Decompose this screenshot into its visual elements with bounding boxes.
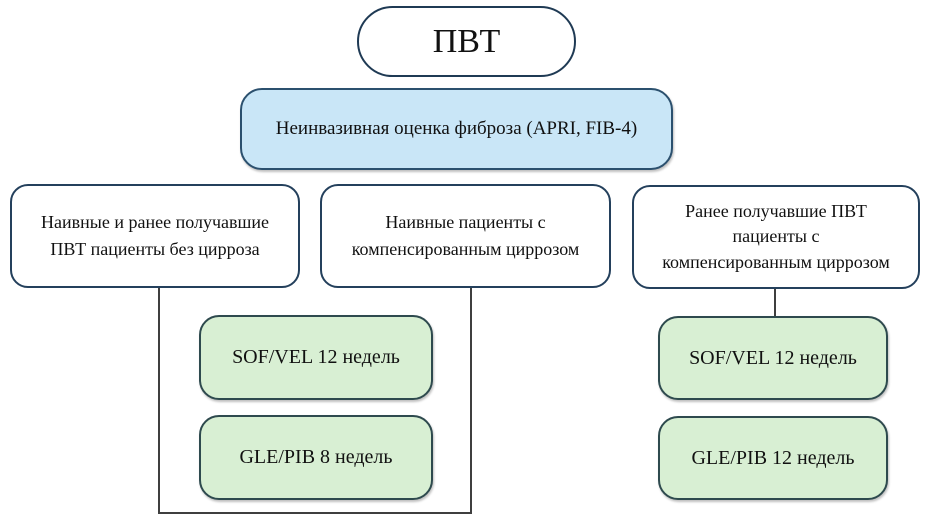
node-pvt-root-label: ПВТ xyxy=(432,22,501,60)
node-group-naive-compensated-cirrhosis-label: Наивные пациенты с компенсированным цирр… xyxy=(351,212,580,259)
connector-left-group-vertical xyxy=(158,288,160,514)
node-regimen-glepib-12-label: GLE/PIB 12 недель xyxy=(691,446,855,469)
node-pvt-root: ПВТ xyxy=(357,6,576,77)
node-regimen-sofvel-12-experienced-label: SOF/VEL 12 недель xyxy=(689,346,857,369)
node-group-experienced-compensated-cirrhosis: Ранее получавшие ПВТ пациенты с компенси… xyxy=(632,185,920,289)
connector-bracket-bottom-horizontal xyxy=(158,512,472,514)
node-group-no-cirrhosis: Наивные и ранее получавшие ПВТ пациенты … xyxy=(10,184,300,288)
node-fibrosis-assessment: Неинвазивная оценка фиброза (APRI, FIB-4… xyxy=(240,88,673,170)
node-regimen-glepib-8-label: GLE/PIB 8 недель xyxy=(239,446,393,468)
node-regimen-glepib-12: GLE/PIB 12 недель xyxy=(658,416,888,500)
node-group-naive-compensated-cirrhosis: Наивные пациенты с компенсированным цирр… xyxy=(320,184,611,288)
node-regimen-sofvel-12: SOF/VEL 12 недель xyxy=(199,315,433,400)
node-regimen-sofvel-12-label: SOF/VEL 12 недель xyxy=(232,346,400,368)
node-fibrosis-assessment-label: Неинвазивная оценка фиброза (APRI, FIB-4… xyxy=(275,118,638,139)
connector-right-group-vertical xyxy=(774,289,776,316)
node-regimen-glepib-8: GLE/PIB 8 недель xyxy=(199,415,433,500)
node-regimen-sofvel-12-experienced: SOF/VEL 12 недель xyxy=(658,316,888,400)
node-group-experienced-compensated-cirrhosis-label: Ранее получавшие ПВТ пациенты с компенси… xyxy=(662,201,890,272)
connector-middle-group-vertical xyxy=(470,288,472,514)
node-group-no-cirrhosis-label: Наивные и ранее получавшие ПВТ пациенты … xyxy=(41,212,269,259)
